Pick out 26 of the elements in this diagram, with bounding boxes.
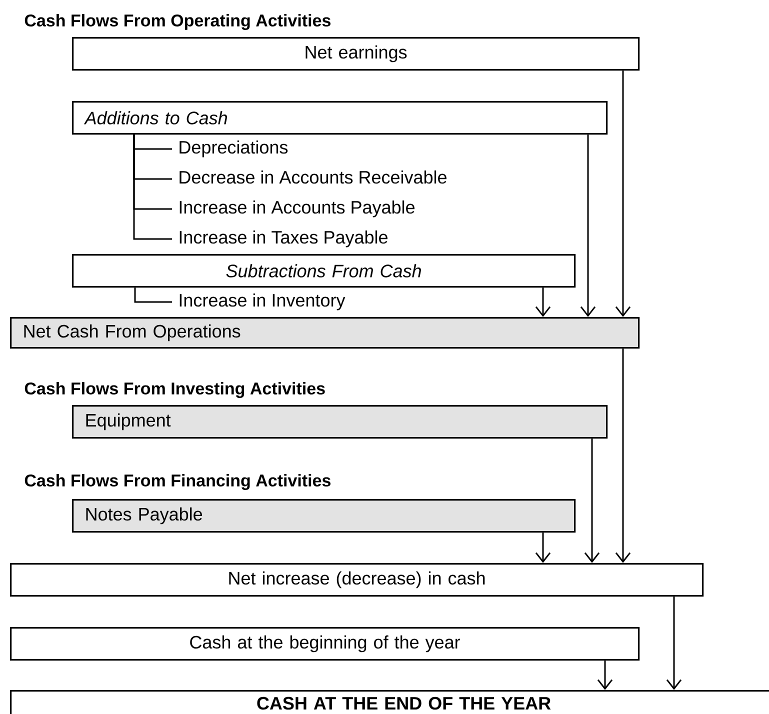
flow-box: Additions to Cash	[72, 101, 608, 135]
arrow	[615, 348, 631, 563]
flow-box: CASH AT THE END OF THE YEAR	[10, 690, 769, 714]
item-text: Decrease in Accounts Receivable	[180, 170, 446, 184]
item-text: Increase in Taxes Payable	[180, 230, 388, 248]
connector-line	[133, 134, 172, 240]
section-heading: Cash Flows From Financing Activities	[24, 474, 330, 490]
arrow	[666, 596, 682, 690]
arrow	[615, 70, 631, 317]
item-text: Increase in Inventory	[180, 293, 346, 310]
flow-box: Cash at the beginning of the year	[10, 627, 640, 661]
arrow	[597, 660, 613, 690]
connector-line	[134, 288, 172, 303]
arrow	[535, 532, 551, 563]
flow-box: Net earnings	[72, 37, 640, 71]
arrow	[584, 438, 600, 563]
arrow	[580, 134, 596, 317]
flow-box: Subtractions From Cash	[72, 254, 576, 288]
shaded-box: Equipment	[72, 405, 608, 439]
item-text: Increase in Accounts Payable	[180, 200, 414, 218]
flow-box: Net increase (decrease) in cash	[10, 563, 704, 597]
section-heading: Cash Flows From Investing Activities	[24, 382, 325, 398]
shaded-box: Net Cash From Operations	[10, 317, 640, 349]
arrow	[535, 288, 551, 317]
item-text: Depreciations	[180, 140, 288, 158]
shaded-box: Notes Payable	[72, 499, 576, 533]
